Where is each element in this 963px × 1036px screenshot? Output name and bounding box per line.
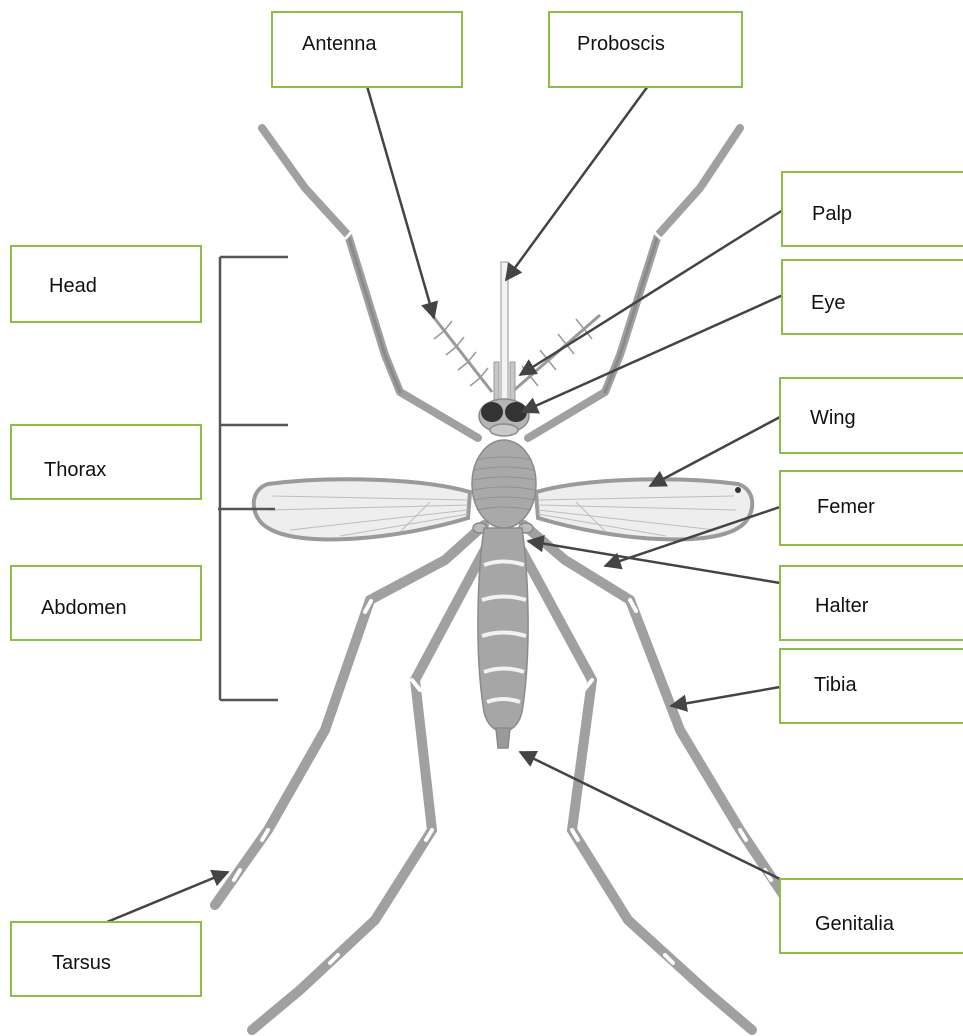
tarsus-pointer	[107, 872, 228, 922]
body-region-bracket	[218, 257, 288, 700]
tarsus-label-box: Tarsus	[10, 921, 202, 997]
abdomen	[478, 528, 528, 748]
antenna-label-box: Antenna	[271, 11, 463, 88]
genitalia-label-box: Genitalia	[779, 878, 963, 954]
thorax-label-box: Thorax	[10, 424, 202, 500]
left-antenna	[432, 315, 492, 392]
abdomen-label: Abdomen	[41, 597, 127, 620]
head-label: Head	[49, 275, 97, 298]
antenna-pointer	[367, 86, 434, 318]
front-right-leg	[528, 128, 740, 438]
eye-pointer	[522, 295, 783, 412]
tarsus-label: Tarsus	[52, 952, 111, 975]
wing-pointer	[650, 417, 780, 486]
proboscis-label: Proboscis	[577, 33, 665, 56]
genitalia-label: Genitalia	[815, 913, 894, 936]
left-palp	[494, 362, 499, 400]
femer-label-box: Femer	[779, 470, 963, 546]
tibia-pointer	[671, 687, 780, 706]
head-label-box: Head	[10, 245, 202, 323]
wing-label: Wing	[810, 407, 856, 430]
palp-label-box: Palp	[781, 171, 963, 247]
abdomen-label-box: Abdomen	[10, 565, 202, 641]
left-wing	[254, 479, 470, 539]
wing-label-box: Wing	[779, 377, 963, 454]
antenna-label: Antenna	[302, 33, 377, 56]
femer-label: Femer	[817, 496, 875, 519]
genitalia-pointer	[520, 752, 782, 880]
middle-left-leg	[215, 525, 484, 905]
front-left-leg	[262, 128, 478, 438]
halter-label-box: Halter	[779, 565, 963, 641]
hind-left-leg	[252, 540, 490, 1030]
middle-right-leg	[524, 525, 790, 905]
mosquito	[215, 128, 790, 1030]
right-palp	[510, 362, 515, 400]
tibia-label-box: Tibia	[779, 648, 963, 724]
right-wing	[536, 479, 752, 539]
palp-label: Palp	[812, 203, 852, 226]
thorax-label: Thorax	[44, 459, 106, 482]
thorax	[472, 440, 536, 528]
palp-pointer	[520, 210, 783, 375]
head	[479, 399, 529, 436]
eye-label-box: Eye	[781, 259, 963, 335]
eye-label: Eye	[811, 292, 845, 315]
proboscis-pointer	[506, 86, 648, 280]
proboscis-label-box: Proboscis	[548, 11, 743, 88]
halter-label: Halter	[815, 595, 868, 618]
tibia-label: Tibia	[814, 674, 857, 697]
proboscis	[501, 262, 508, 400]
